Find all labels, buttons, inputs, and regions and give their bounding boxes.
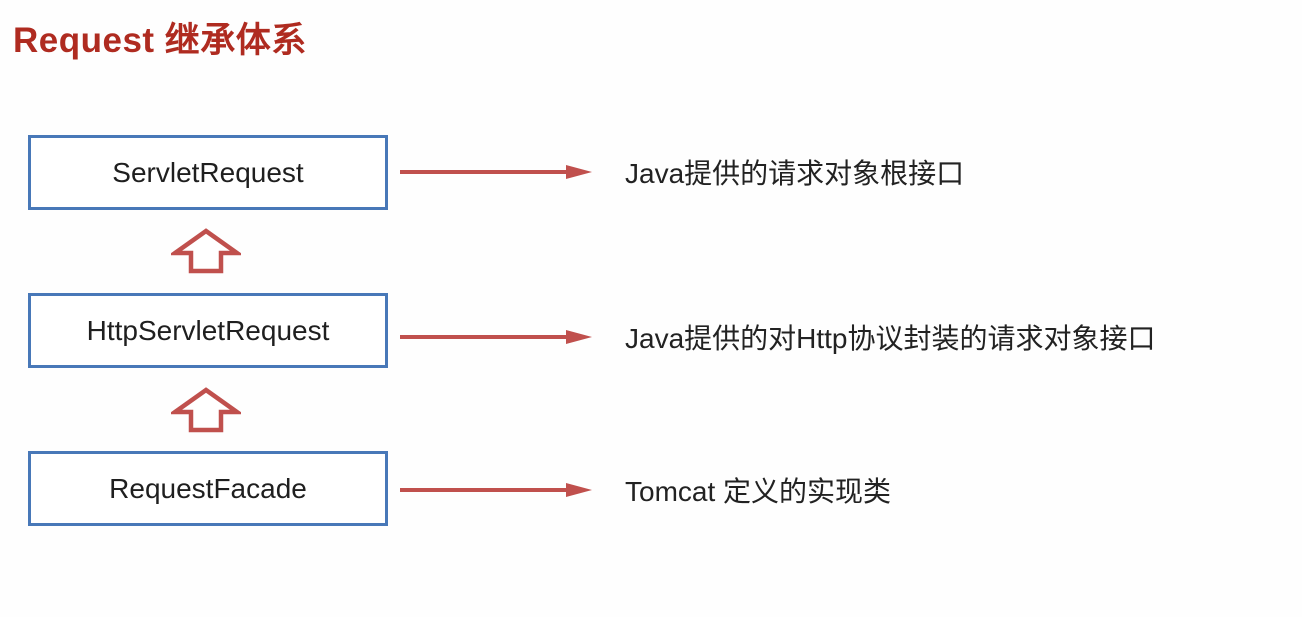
class-box-label: HttpServletRequest [86,314,330,346]
class-box-label: ServletRequest [112,156,304,188]
right-arrow-icon [400,330,592,344]
page-title: Request 继承体系 [13,21,307,60]
class-box-label: RequestFacade [109,472,307,504]
description-text: Tomcat 定义的实现类 [625,476,892,507]
up-arrow-icon [171,387,241,433]
class-box-httpservletrequest: HttpServletRequest [28,293,388,368]
right-arrow-icon [400,483,592,497]
up-arrow-icon [171,228,241,274]
class-box-servletrequest: ServletRequest [28,135,388,210]
description-text: Java提供的对Http协议封装的请求对象接口 [625,323,1156,354]
description-text: Java提供的请求对象根接口 [625,158,965,189]
right-arrow-icon [400,165,592,179]
class-box-requestfacade: RequestFacade [28,451,388,526]
